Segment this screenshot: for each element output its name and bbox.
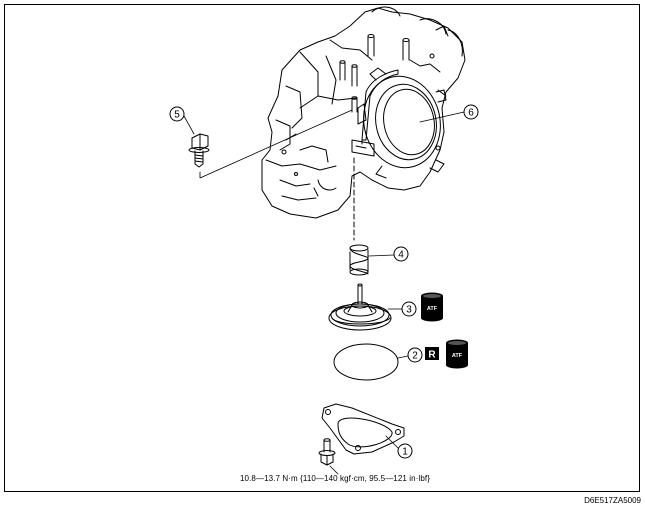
svg-text:R: R (428, 350, 436, 361)
replace-symbol-icon: R (425, 347, 439, 361)
svg-text:ATF: ATF (427, 306, 438, 312)
cover-plate-part-1 (321, 403, 405, 455)
bolt-guide-line (199, 109, 353, 179)
transmission-case (261, 6, 466, 219)
callout-1: 1 (397, 443, 413, 459)
callout-2: 2 (407, 347, 423, 363)
figure-code: D6E517ZA5009 (584, 496, 641, 505)
leader-1 (385, 435, 399, 449)
o-ring-part-2 (333, 343, 399, 381)
svg-text:4: 4 (398, 250, 404, 261)
svg-text:1: 1 (402, 447, 408, 458)
leader-6 (419, 111, 465, 123)
callout-4: 4 (393, 246, 409, 262)
callout-6: 6 (463, 104, 479, 120)
leader-2 (397, 355, 409, 359)
bolt-part-5 (188, 133, 210, 168)
piston-part-3 (328, 283, 392, 331)
svg-text:ATF: ATF (452, 353, 463, 359)
leader-5 (183, 115, 195, 135)
svg-text:2: 2 (412, 351, 418, 362)
diagram-frame (4, 4, 640, 492)
atf-symbol-icon-2: ATF (446, 339, 468, 369)
callout-5: 5 (169, 106, 185, 122)
atf-symbol-icon: ATF (421, 292, 443, 322)
svg-text:6: 6 (468, 108, 474, 119)
leader-4 (368, 254, 395, 257)
cover-bolt (318, 438, 339, 475)
svg-text:3: 3 (406, 305, 412, 316)
callout-3: 3 (401, 301, 417, 317)
spring-part-4 (349, 244, 369, 276)
torque-specification: 10.8—13.7 N·m {110—140 kgf·cm, 95.5—121 … (240, 474, 430, 483)
svg-text:5: 5 (174, 110, 180, 121)
